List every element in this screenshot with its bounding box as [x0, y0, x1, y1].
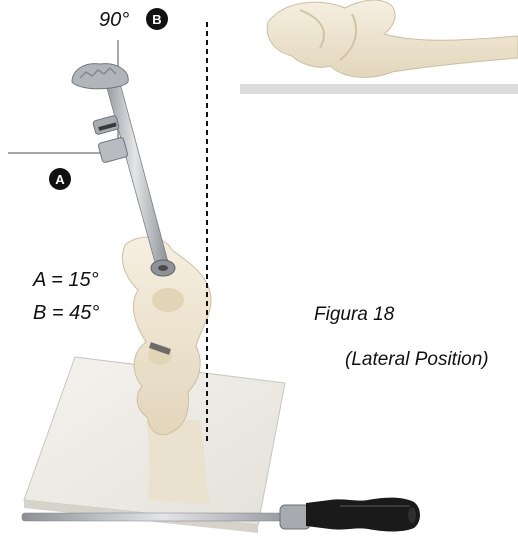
- angle-reference-lines: [8, 40, 120, 153]
- angle-b-value: B = 45°: [33, 303, 99, 323]
- marker-b-badge: B: [146, 8, 168, 30]
- figure-caption: Figura 18: [314, 305, 394, 324]
- guide-instrument: [72, 64, 175, 276]
- angle-90-label: 90°: [99, 10, 129, 30]
- position-note: (Lateral Position): [345, 350, 489, 369]
- angle-a-value: A = 15°: [33, 270, 99, 290]
- femur-inset: [240, 0, 518, 94]
- marker-a-badge: A: [49, 168, 71, 190]
